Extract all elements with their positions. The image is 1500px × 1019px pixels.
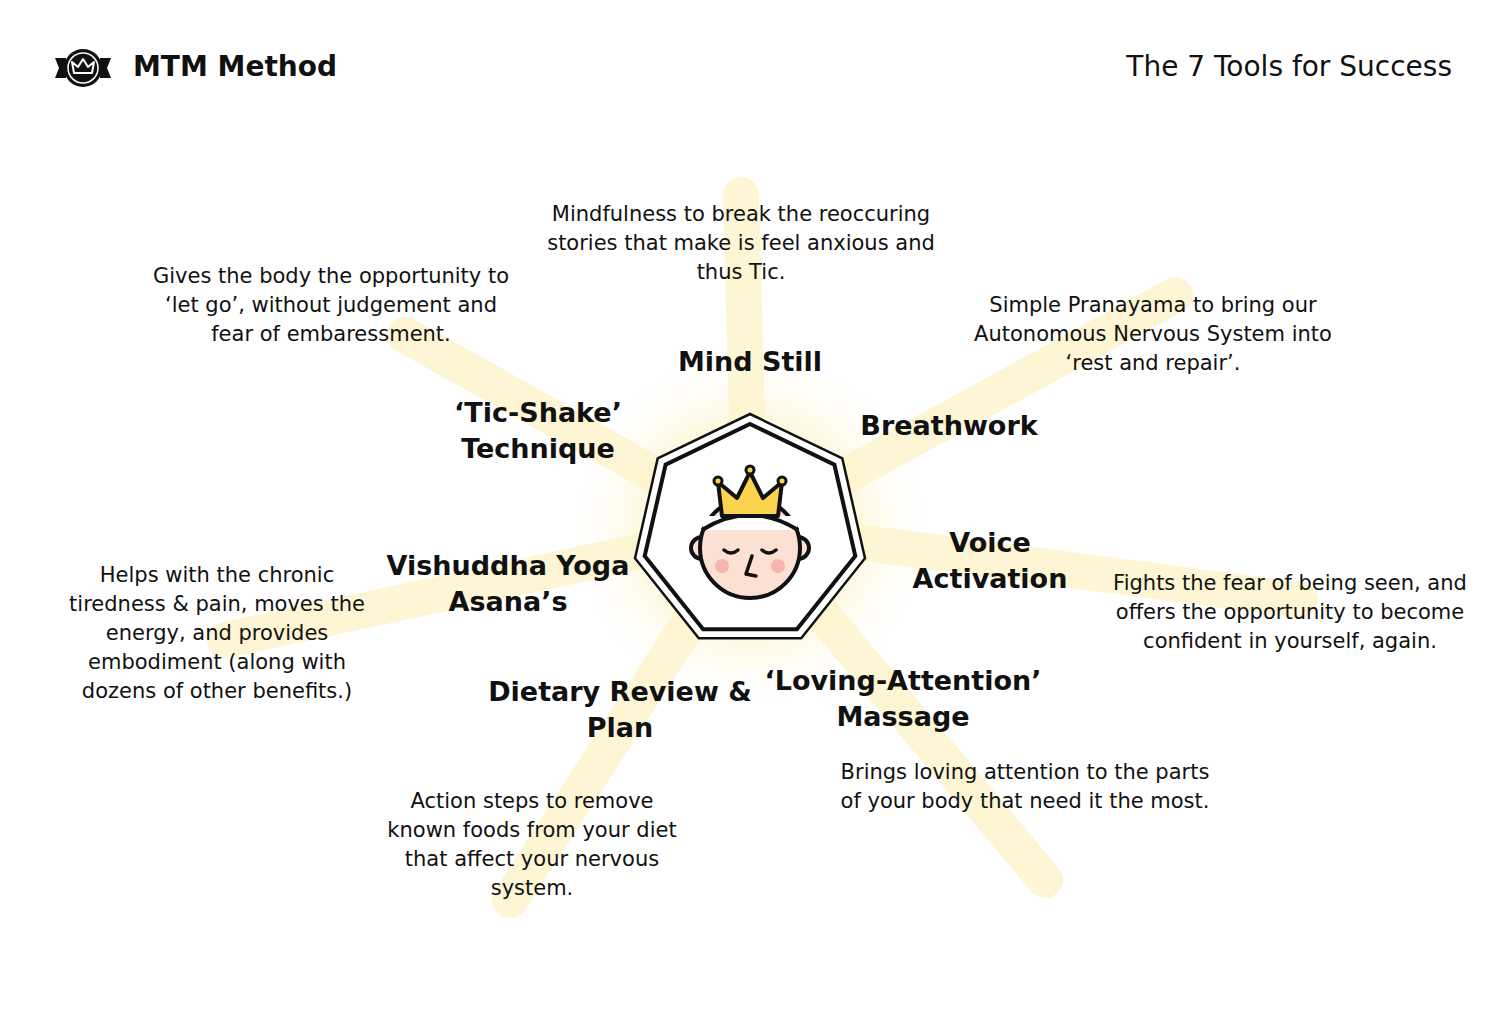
- tool-name: Vishuddha Yoga Asana’s: [373, 548, 643, 620]
- tool-description: Action steps to remove known foods from …: [382, 787, 682, 903]
- tool-name: ‘Tic-Shake’ Technique: [423, 395, 653, 467]
- tool-description: Brings loving attention to the parts of …: [835, 758, 1215, 816]
- tool-description: Gives the body the opportunity to ‘let g…: [141, 262, 521, 349]
- logo-text: MTM Method: [133, 50, 337, 84]
- tool-description: Fights the fear of being seen, and offer…: [1110, 569, 1470, 656]
- page-title: The 7 Tools for Success: [1126, 50, 1452, 84]
- logo-icon: [55, 49, 111, 87]
- heptagon-outer: [635, 414, 865, 638]
- tool-description: Helps with the chronic tiredness & pain,…: [52, 561, 382, 706]
- tool-description: Mindfulness to break the reoccuring stor…: [541, 200, 941, 287]
- tool-description: Simple Pranayama to bring our Autonomous…: [973, 291, 1333, 378]
- heptagon-inner: [645, 424, 856, 629]
- tool-name: Breathwork: [829, 408, 1069, 444]
- head-icon: [691, 466, 809, 598]
- tool-name: Dietary Review & Plan: [485, 674, 755, 746]
- tool-name: Voice Activation: [885, 525, 1095, 597]
- center-glow: [575, 353, 925, 703]
- tool-name: ‘Loving-Attention’ Massage: [748, 663, 1058, 735]
- tool-name: Mind Still: [630, 344, 870, 380]
